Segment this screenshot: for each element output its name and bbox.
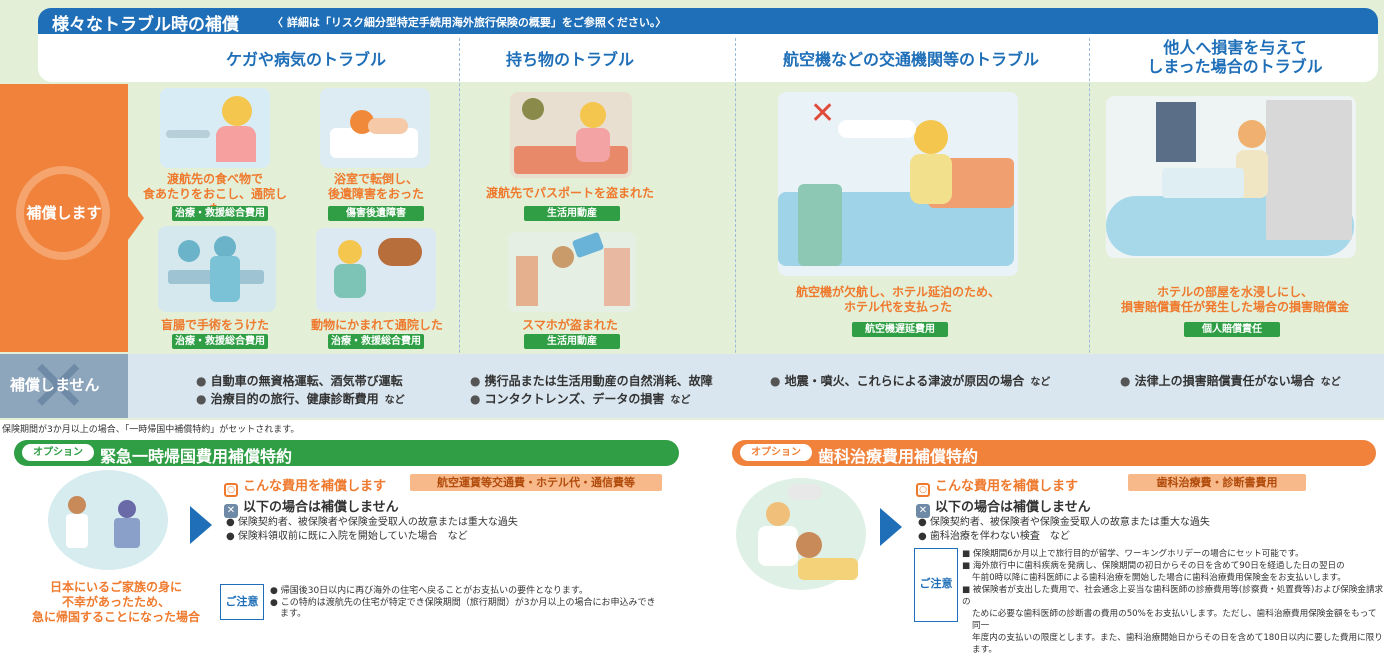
list-item: ために必要な歯科医師の診断書の費用の50%をお支払いします。ただし、歯科治療費用…	[972, 609, 1377, 631]
caption-bathroom-fall: 浴室で転倒し、 後遺障害をおった	[327, 172, 424, 201]
list-item: ● 歯科治療を伴わない検査 など	[918, 531, 1070, 542]
list-item: ● 帰国後30日以内に再び海外の住宅へ戻ることがお支払いの要件となります。	[270, 586, 589, 596]
caption-animal-bite: 動物にかまれて通院した	[311, 318, 443, 332]
option2-exclusions: ● 保険契約者、被保険者や保険金受取人の故意または重大な過失 ● 歯科治療を伴わ…	[918, 516, 1210, 544]
list-item: ● 保険契約者、被保険者や保険金受取人の故意または重大な過失	[226, 517, 518, 528]
option1-not-covered-line: ✕以下の場合は補償しません	[224, 496, 399, 518]
option2-pill: オプション	[740, 444, 812, 461]
list-item: ● 自動車の無資格運転、酒気帯び運転	[196, 374, 403, 388]
set-note: 保険期間が3か月以上の場合、「一時帰国中補償特約」がセットされます。	[2, 425, 300, 435]
bathroom-fall-illustration	[320, 88, 430, 168]
covered-arrow	[128, 196, 144, 240]
flooded-room-illustration	[1106, 96, 1356, 258]
option2-caution-text: ■ 保険期間6か月以上で旅行目的が留学、ワーキングホリデーの場合にセット可能です…	[962, 548, 1384, 656]
caption-flooded-room: ホテルの部屋を水浸しにし、 損害賠償責任が発生した場合の損害賠償金	[1120, 285, 1349, 314]
arrow-right-icon	[880, 508, 902, 546]
list-item: ● この特約は渡航先の住宅が特定でき保険期間（旅行期間）が3か月以上の場合にお申…	[270, 597, 656, 608]
category-liability: 他人へ損害を与えて しまった場合のトラブル	[1147, 38, 1323, 76]
option1-title: 緊急一時帰国費用補償特約	[100, 447, 293, 466]
surgery-illustration	[158, 226, 276, 312]
section-title: 様々なトラブル時の補償	[52, 15, 239, 35]
covered-circle-mark	[16, 166, 110, 260]
animal-bite-illustration	[316, 228, 436, 312]
list-item: ● 保険料領収前に既に入院を開始していた場合 など	[226, 531, 468, 542]
food-poisoning-illustration	[160, 88, 270, 168]
option2-covered-tag: 歯科治療費・診断書費用	[1128, 474, 1306, 491]
option1-covered-line: ○こんな費用を補償します	[224, 475, 386, 497]
list-item: ● コンタクトレンズ、データの損害など	[470, 392, 691, 406]
category-injury-illness: ケガや病気のトラブル	[225, 50, 386, 69]
not-covered-col3: ● 地震・噴火、これらによる津波が原因の場合など	[770, 372, 1050, 392]
section-note-link[interactable]: 〈 詳細は「リスク細分型特定手続用海外旅行保険の概要」をご参照ください。〉	[272, 16, 667, 29]
list-item: 年度内の支払いの限度とします。また、歯科治療開始日からその日を含めて180日以内…	[972, 633, 1383, 655]
section-header-bar	[38, 8, 1378, 34]
option2-caution-label: ご注意	[914, 548, 958, 622]
not-covered-label: 補償しません	[10, 376, 100, 394]
tag-medical-rescue: 治療・救援総合費用	[172, 206, 268, 221]
passport-theft-illustration	[510, 92, 632, 178]
tag-medical-rescue: 治療・救援総合費用	[328, 334, 424, 349]
tag-personal-property: 生活用動産	[524, 206, 620, 221]
tag-personal-liability: 個人賠償責任	[1184, 322, 1280, 337]
option2-not-covered-line: ✕以下の場合は補償しません	[916, 496, 1091, 518]
list-item: ● 保険契約者、被保険者や保険金受取人の故意または重大な過失	[918, 517, 1210, 528]
option1-caution-text: ● 帰国後30日以内に再び海外の住宅へ戻ることがお支払いの要件となります。 ● …	[270, 586, 655, 621]
covered-label: 補償します	[26, 204, 102, 222]
smartphone-theft-illustration	[508, 231, 636, 312]
dental-treatment-illustration	[736, 478, 866, 590]
caption-surgery: 盲腸で手術をうけた	[160, 318, 269, 332]
list-item: ■ 海外旅行中に歯科疾病を発病し、保険期間の初日からその日を含めて90日を経過し…	[962, 561, 1345, 571]
tag-disability: 傷害後遺障害	[328, 206, 424, 221]
column-divider	[735, 38, 736, 418]
list-item: ■ 被保険者が支出した費用で、社会通念上妥当な歯科医師の診療費用等(診察費・処置…	[962, 585, 1384, 607]
option1-covered-tag: 航空運賃等交通費・ホテル代・通信費等	[410, 474, 662, 491]
option2-title: 歯科治療費用補償特約	[818, 447, 979, 466]
list-item: ます。	[280, 609, 307, 619]
tag-medical-rescue: 治療・救援総合費用	[172, 334, 268, 349]
arrow-right-icon	[190, 506, 212, 544]
option2-covered-line: ○こんな費用を補償します	[916, 475, 1078, 497]
option1-exclusions: ● 保険契約者、被保険者や保険金受取人の故意または重大な過失 ● 保険料領収前に…	[226, 516, 518, 544]
list-item: ● 携行品または生活用動産の自然消耗、故障	[470, 374, 713, 388]
list-item: ● 地震・噴火、これらによる津波が原因の場合など	[770, 374, 1051, 388]
option1-caution-label: ご注意	[220, 584, 264, 620]
category-transport: 航空機などの交通機関等のトラブル	[782, 50, 1039, 69]
category-belongings: 持ち物のトラブル	[505, 50, 634, 69]
cross-mark-icon: ✕	[28, 344, 89, 428]
not-covered-label-panel	[0, 354, 128, 418]
option1-header	[14, 440, 679, 466]
tag-flight-delay: 航空機遅延費用	[852, 322, 948, 337]
category-header-row	[38, 34, 1378, 82]
caption-flight-cancel: 航空機が欠航し、ホテル延泊のため、 ホテル代を支払った	[795, 285, 1000, 314]
not-covered-band	[128, 354, 1384, 418]
not-covered-col1: ● 自動車の無資格運転、酒気帯び運転 ● 治療目的の旅行、健康診断費用など	[196, 372, 405, 410]
column-divider	[1089, 38, 1090, 418]
flight-cancel-illustration: ✕	[778, 92, 1018, 276]
column-divider	[459, 38, 460, 418]
not-covered-col4: ● 法律上の損害賠償責任がない場合など	[1120, 372, 1341, 392]
option2-header	[732, 440, 1376, 466]
list-item: ■ 保険期間6か月以上で旅行目的が留学、ワーキングホリデーの場合にセット可能です…	[962, 549, 1304, 559]
list-item: ● 治療目的の旅行、健康診断費用など	[196, 392, 405, 406]
caption-passport-theft: 渡航先でパスポートを盗まれた	[485, 186, 654, 200]
option1-figure-caption: 日本にいるご家族の身に 不幸があったため、 急に帰国することになった場合	[31, 580, 200, 624]
caption-smartphone-theft: スマホが盗まれた	[522, 318, 618, 332]
not-covered-col2: ● 携行品または生活用動産の自然消耗、故障 ● コンタクトレンズ、データの損害な…	[470, 372, 713, 410]
tag-personal-property: 生活用動産	[524, 334, 620, 349]
emergency-return-illustration	[48, 470, 168, 570]
list-item: ● 法律上の損害賠償責任がない場合など	[1120, 374, 1341, 388]
list-item: 午前0時以降に歯科医師による歯科治療を開始した場合に歯科治療費用保険金をお支払い…	[972, 573, 1346, 583]
option1-pill: オプション	[22, 444, 94, 461]
